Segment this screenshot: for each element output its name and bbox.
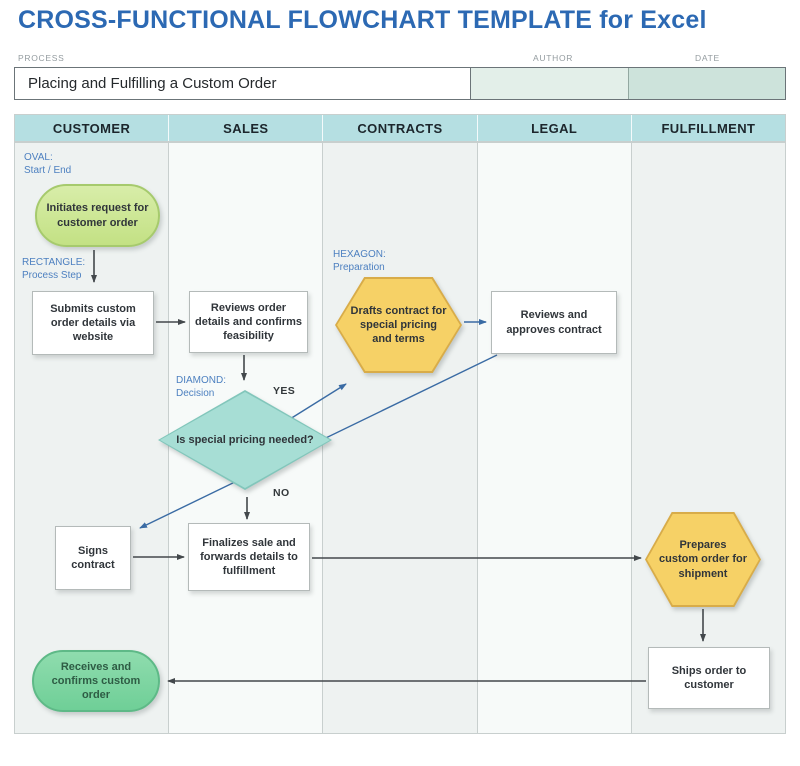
annotation-hexagon-title: HEXAGON:	[333, 249, 386, 260]
hexagon-fill	[647, 514, 759, 605]
lane-header-band: CUSTOMER SALES CONTRACTS LEGAL FULFILLME…	[14, 114, 786, 142]
lane-header-customer: CUSTOMER	[52, 120, 131, 136]
annotation-diamond-subtitle: Decision	[176, 387, 215, 399]
annotation-oval-title: OVAL:	[24, 152, 53, 163]
annotation-oval: OVAL: Start / End	[24, 152, 71, 177]
date-field-label: DATE	[695, 53, 720, 63]
lane-header-contracts: CONTRACTS	[322, 115, 476, 141]
author-field-label: AUTHOR	[533, 53, 574, 63]
hexagon-fill	[337, 279, 460, 371]
node-ships-order[interactable]: Ships order to customer	[648, 647, 770, 709]
node-approves-contract[interactable]: Reviews and approves contract	[491, 291, 617, 354]
annotation-diamond-title: DIAMOND:	[176, 375, 226, 386]
lane-header-fulfillment: FULFILLMENT	[630, 115, 785, 141]
node-finalizes-sale[interactable]: Finalizes sale and forwards details to f…	[188, 523, 310, 591]
node-decision-diamond[interactable]: Is special pricing needed?	[158, 390, 332, 490]
annotation-rectangle: RECTANGLE: Process Step	[22, 257, 85, 282]
edge-label-yes: YES	[273, 385, 296, 397]
prepares-text: Prepares custom order for shipment	[659, 539, 748, 580]
lane-header-sales: SALES	[168, 115, 322, 141]
annotation-diamond: DIAMOND: Decision	[176, 375, 226, 400]
annotation-rectangle-subtitle: Process Step	[22, 269, 82, 281]
node-end-oval[interactable]: Receives and confirms custom order	[32, 650, 160, 712]
node-prepares-hexagon[interactable]: Prepares custom order for shipment	[645, 512, 761, 607]
lane-fulfillment	[630, 143, 786, 733]
node-submits-order[interactable]: Submits custom order details via website	[32, 291, 154, 355]
node-signs-contract[interactable]: Signs contract	[55, 526, 131, 590]
node-reviews-order[interactable]: Reviews order details and confirms feasi…	[189, 291, 308, 353]
annotation-oval-subtitle: Start / End	[24, 164, 72, 176]
author-input[interactable]	[471, 68, 629, 99]
annotation-rectangle-title: RECTANGLE:	[22, 257, 86, 268]
annotation-hexagon: HEXAGON: Preparation	[333, 249, 386, 274]
process-meta-row: Placing and Fulfilling a Custom Order	[14, 67, 786, 100]
lane-header-legal: LEGAL	[476, 115, 631, 141]
process-field-label: PROCESS	[18, 53, 65, 63]
process-input[interactable]: Placing and Fulfilling a Custom Order	[15, 68, 471, 99]
date-input[interactable]	[629, 68, 785, 99]
edge-label-no: NO	[273, 487, 290, 499]
decision-text: Is special pricing needed?	[176, 433, 314, 446]
page-title: CROSS-FUNCTIONAL FLOWCHART TEMPLATE for …	[18, 6, 707, 34]
lane-contracts	[322, 143, 477, 733]
drafts-text: Drafts contract for special pricing and …	[350, 304, 447, 346]
annotation-hexagon-subtitle: Preparation	[333, 261, 385, 273]
lane-legal	[476, 143, 631, 733]
node-start-oval[interactable]: Initiates request for customer order	[35, 184, 160, 247]
node-drafts-hexagon[interactable]: Drafts contract for special pricing and …	[335, 277, 462, 373]
